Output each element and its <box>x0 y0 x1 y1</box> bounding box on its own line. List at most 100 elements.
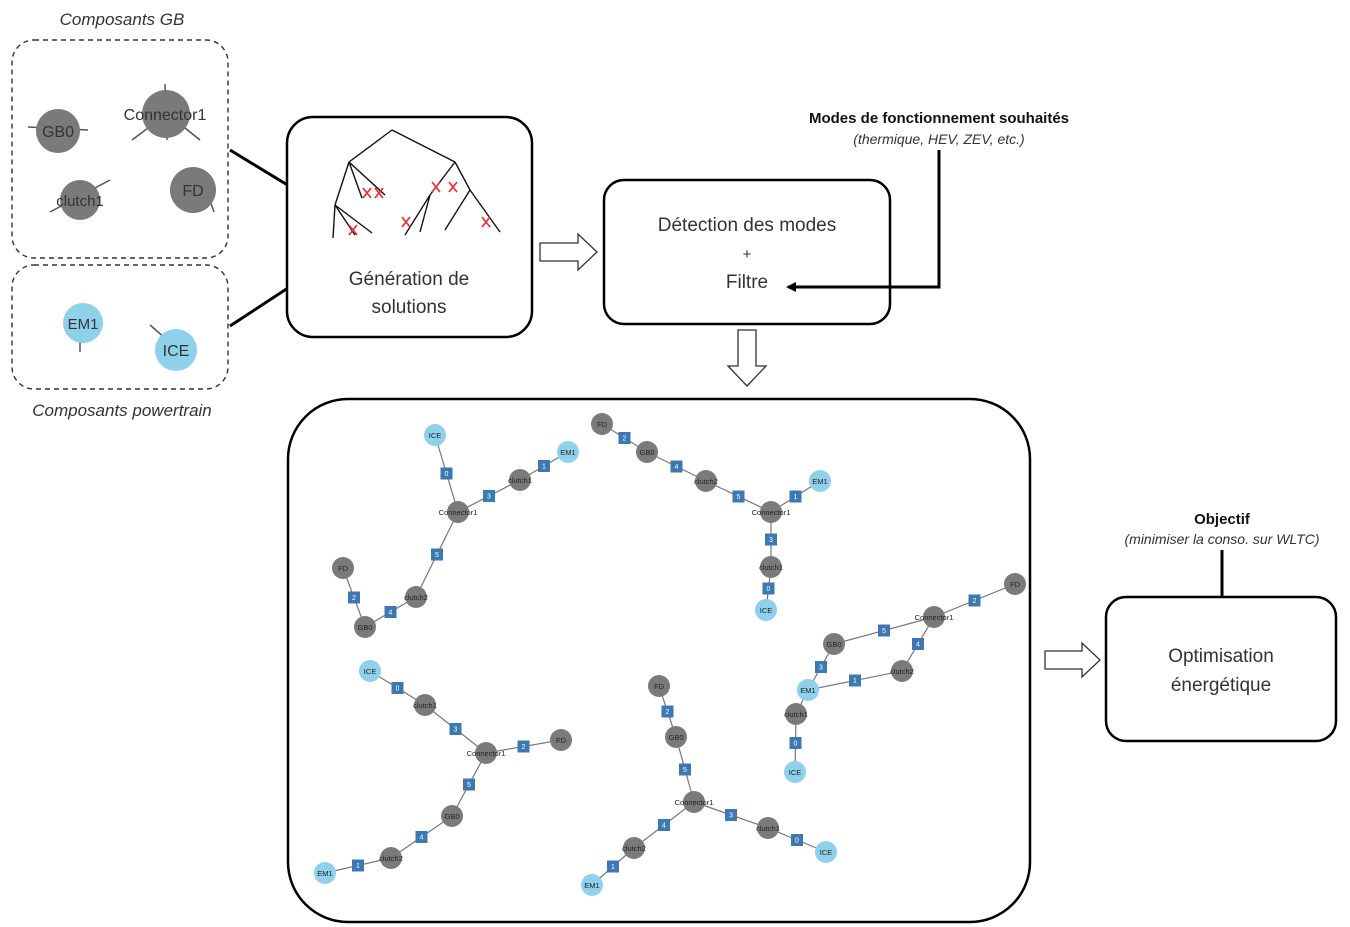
connection-square-label: 5 <box>683 767 687 774</box>
connection-square <box>391 682 404 694</box>
solution-node <box>414 694 436 716</box>
connection-square <box>849 674 861 687</box>
search-tree-icon <box>332 129 501 239</box>
connection-square-label: 2 <box>973 598 977 605</box>
solution-node <box>509 469 531 491</box>
solution-node <box>557 441 579 463</box>
connection-square <box>463 778 475 791</box>
connection-square-label: 4 <box>389 610 393 617</box>
connection-square-label: 0 <box>396 686 400 693</box>
connection-square-label: 1 <box>794 494 798 501</box>
connection-square-label: 4 <box>916 642 920 649</box>
solution-node <box>581 874 603 896</box>
connection-square-label: 1 <box>542 464 546 471</box>
connection-square <box>762 582 775 595</box>
solution-node-label: clutch2 <box>404 593 428 602</box>
svg-text:clutch1: clutch1 <box>56 193 104 210</box>
hollow-arrow-down <box>726 329 768 387</box>
svg-text:Connector1: Connector1 <box>124 107 207 124</box>
modes-subtitle: (thermique, HEV, ZEV, etc.) <box>853 131 1024 147</box>
connection-square-label: 3 <box>729 813 733 820</box>
connection-square-label: 2 <box>352 595 356 602</box>
powertrain-component-ice: ICE <box>149 324 197 371</box>
solution-node-label: GB0 <box>639 448 654 457</box>
solution-node-label: ICE <box>789 768 802 777</box>
connection-square <box>670 460 683 473</box>
solution-node <box>757 817 779 839</box>
connection-square-label: 0 <box>767 586 771 593</box>
connection-square <box>791 834 803 846</box>
solution-node <box>665 726 687 748</box>
connection-square <box>607 860 619 873</box>
connection-square <box>732 490 745 503</box>
connection-square <box>815 661 827 673</box>
connection-square-label: 5 <box>882 628 886 635</box>
svg-text:FD: FD <box>182 183 203 200</box>
hollow-arrow-right-2 <box>1044 641 1101 679</box>
connection-square-label: 0 <box>795 838 799 845</box>
objective-subtitle: (minimiser la conso. sur WLTC) <box>1125 531 1320 547</box>
connection-square <box>912 638 924 650</box>
connection-square <box>658 819 670 831</box>
solution-node <box>359 660 381 682</box>
solution-node-label: Connector1 <box>467 749 506 758</box>
solution-node-label: clutch2 <box>890 667 914 676</box>
solution-node-label: Connector1 <box>439 508 478 517</box>
solution-node-label: Connector1 <box>752 508 791 517</box>
solution-node <box>823 633 845 655</box>
svg-text:GB0: GB0 <box>42 124 74 141</box>
connection-square <box>440 467 453 480</box>
solution-node <box>475 742 497 764</box>
solution-node-label: FD <box>654 682 665 691</box>
solution-node-label: EM1 <box>317 869 332 878</box>
svg-text:EM1: EM1 <box>68 316 99 333</box>
connection-square-label: 4 <box>675 464 679 471</box>
connection-square <box>789 490 802 503</box>
solution-node <box>550 729 572 751</box>
solution-node <box>809 470 831 492</box>
solution-node <box>405 586 427 608</box>
solution-node <box>760 501 782 523</box>
solutions-graphs: ICEConnector1clutch1EM1clutch2GB0FD03154… <box>314 413 1026 896</box>
connection-square-label: 1 <box>611 864 615 871</box>
solution-node-label: Connector1 <box>915 613 954 622</box>
detection-box-line2: + <box>743 246 752 263</box>
solution-node-label: FD <box>338 564 349 573</box>
solution-node-label: clutch1 <box>508 476 532 485</box>
connection-square-label: 3 <box>819 665 823 672</box>
solution-node-label: clutch1 <box>413 701 437 710</box>
connection-square <box>765 533 777 546</box>
connection-square-label: 3 <box>769 537 773 544</box>
solution-node <box>785 703 807 725</box>
solution-node-label: ICE <box>760 606 773 615</box>
solution-node <box>891 660 913 682</box>
powertrain-component-em1: EM1 <box>63 303 103 352</box>
connection-square-label: 2 <box>623 436 627 443</box>
solution-node <box>623 837 645 859</box>
powertrain-group-frame <box>11 264 229 390</box>
solution-node <box>797 679 819 701</box>
connection-square <box>517 740 530 753</box>
solution-node <box>591 413 613 435</box>
hollow-arrow-right-1 <box>539 232 598 272</box>
solution-node-label: clutch1 <box>756 824 780 833</box>
connection-square-label: 0 <box>445 471 449 478</box>
solution-node-label: ICE <box>820 848 833 857</box>
connection-square <box>878 624 890 637</box>
gb-group-frame <box>11 39 229 259</box>
detection-box-line1: Détection des modes <box>658 215 837 236</box>
solution-node-label: FD <box>597 420 608 429</box>
connection-square-label: 0 <box>794 741 798 748</box>
solution-node-label: EM1 <box>584 881 599 890</box>
connection-square <box>968 594 981 607</box>
generation-box-line2: solutions <box>372 297 447 318</box>
solution-graph-4: ICEclutch1Connector1FDGB0clutch2EM103254… <box>314 660 572 884</box>
gb-component-connector1: Connector1 <box>124 83 207 141</box>
solution-node-label: EM1 <box>800 686 815 695</box>
connection-square <box>483 490 495 502</box>
connection-square-label: 4 <box>662 823 666 830</box>
connection-square-label: 4 <box>420 835 424 842</box>
detection-box-line3: Filtre <box>726 272 768 293</box>
optimisation-box <box>1104 595 1338 743</box>
